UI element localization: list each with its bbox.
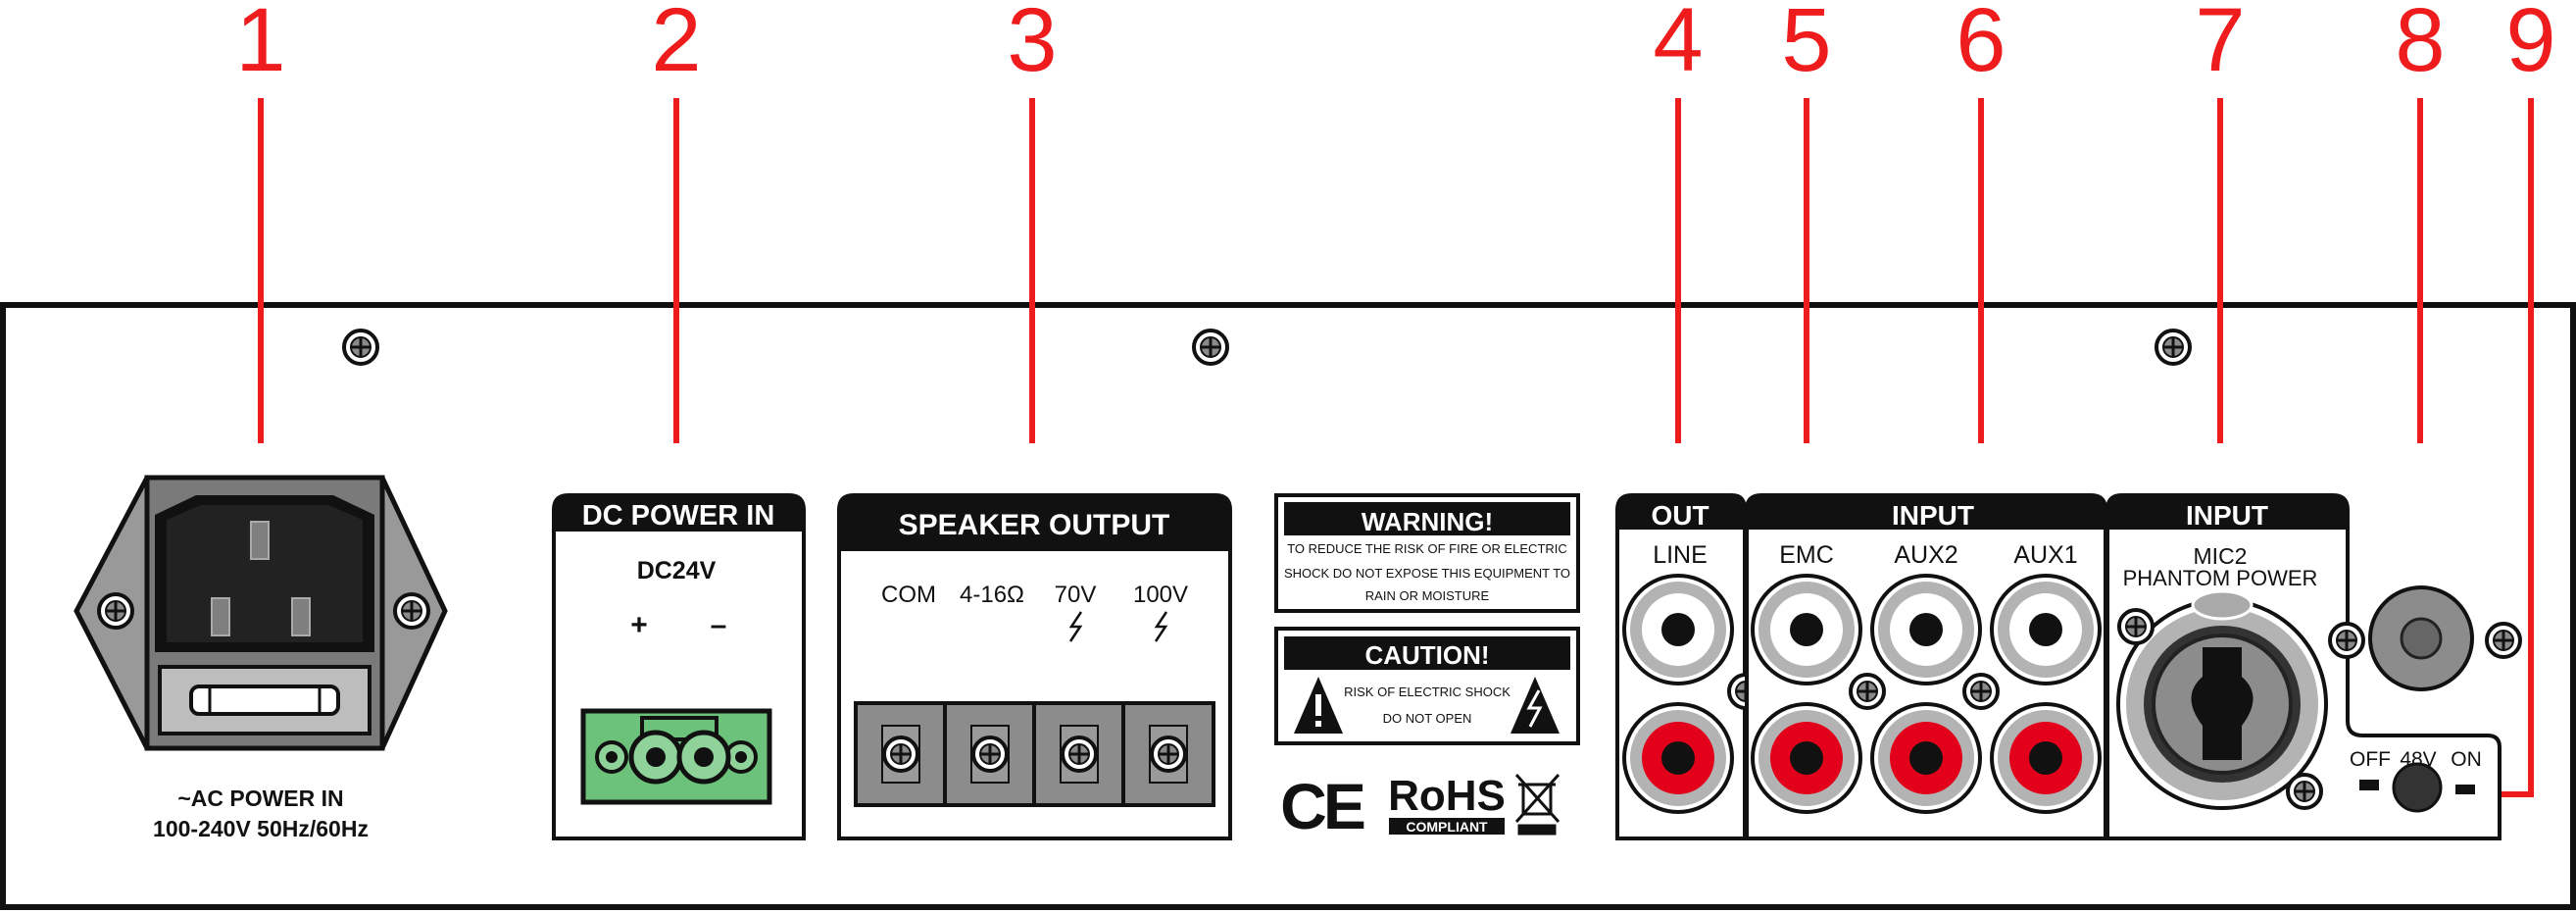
terminal-label-4-16ohm: 4-16Ω (960, 582, 1024, 608)
switch-on-label: ON (2451, 748, 2482, 771)
panel-screw (1962, 673, 2000, 710)
warning-label: WARNING! TO REDUCE THE RISK OF FIRE OR E… (1274, 493, 1580, 613)
aux2-right-jack[interactable] (1870, 702, 1982, 814)
aux2-left-jack[interactable] (1870, 574, 1982, 685)
xlr-screw (2117, 608, 2155, 645)
inlet-screw (97, 592, 134, 630)
certification-marks: CE RoHS COMPLIANT (1280, 770, 1560, 842)
electric-shock-icon (1511, 677, 1560, 734)
warning-text-line: SHOCK DO NOT EXPOSE THIS EQUIPMENT TO (1284, 566, 1570, 581)
dc-voltage-label: DC24V (637, 557, 717, 584)
input-header: INPUT (1892, 500, 1974, 531)
chassis-screw (2155, 329, 2192, 366)
xlr-screw (2286, 773, 2323, 810)
rohs-compliant: COMPLIANT (1406, 819, 1488, 835)
speaker-terminal-block[interactable] (854, 701, 1215, 807)
dc-plus-label: + (630, 609, 648, 641)
ac-power-spec: 100-240V 50Hz/60Hz (153, 816, 369, 841)
terminal-label-100v: 100V (1133, 582, 1188, 608)
callout-5: 5 (1781, 0, 1831, 90)
emc-right-jack[interactable] (1751, 702, 1862, 814)
callout-numbers: 1 2 3 4 5 6 7 8 9 (235, 0, 2555, 90)
chassis-screw (1192, 329, 1229, 366)
out-header: OUT (1651, 500, 1709, 531)
aux1-label: AUX1 (2013, 541, 2077, 569)
terminal-label-70v: 70V (1055, 582, 1097, 608)
warning-text-line: RAIN OR MOISTURE (1365, 588, 1490, 603)
ce-mark: CE (1280, 770, 1364, 842)
emc-left-jack[interactable] (1751, 574, 1862, 685)
callout-3: 3 (1007, 0, 1057, 90)
speaker-output-header: SPEAKER OUTPUT (899, 509, 1170, 541)
inlet-screw (393, 592, 430, 630)
terminal-label-com: COM (881, 582, 936, 608)
callout-6: 6 (1956, 0, 2006, 90)
switch-off-label: OFF (2350, 748, 2391, 771)
warning-text-line: TO REDUCE THE RISK OF FIRE OR ELECTRIC (1287, 541, 1567, 556)
emc-label: EMC (1779, 541, 1834, 569)
rohs-mark: RoHS (1388, 772, 1506, 820)
line-out-left-jack[interactable] (1622, 574, 1734, 685)
callout-7: 7 (2195, 0, 2245, 90)
ground-post[interactable] (2368, 585, 2474, 691)
mic-input-header: INPUT (2186, 500, 2268, 531)
caution-label: CAUTION! RISK OF ELECTRIC SHOCK DO NOT O… (1274, 627, 1580, 745)
callout-1: 1 (235, 0, 285, 90)
caution-text-line: RISK OF ELECTRIC SHOCK (1344, 685, 1511, 699)
aux1-right-jack[interactable] (1990, 702, 2102, 814)
aux2-label: AUX2 (1894, 541, 1957, 569)
panel-screw (2485, 622, 2522, 659)
weee-bin-icon (1514, 773, 1560, 836)
ac-power-label: ~AC POWER IN (177, 786, 343, 811)
caution-title: CAUTION! (1364, 640, 1489, 670)
dc-power-header: DC POWER IN (582, 500, 775, 532)
mic2-combo-jack[interactable] (2116, 589, 2328, 810)
aux1-left-jack[interactable] (1990, 574, 2102, 685)
dc-terminal-block[interactable] (580, 708, 772, 805)
mic2-label: MIC2 (2194, 543, 2248, 569)
callout-9: 9 (2505, 0, 2555, 90)
ac-power-inlet[interactable] (74, 475, 448, 751)
caution-text-line: DO NOT OPEN (1383, 711, 1472, 726)
line-label: LINE (1653, 541, 1708, 569)
callout-8: 8 (2395, 0, 2445, 90)
panel-screw (1849, 673, 1886, 710)
line-out-right-jack[interactable] (1622, 702, 1734, 814)
panel-screw (2328, 622, 2365, 659)
phantom-power-label: PHANTOM POWER (2123, 566, 2318, 590)
chassis-screw (342, 329, 379, 366)
phantom-power-switch[interactable] (2392, 762, 2443, 813)
dc-minus-label: – (711, 609, 727, 641)
switch-off-marker (2359, 780, 2379, 790)
switch-on-marker (2455, 785, 2475, 794)
callout-4: 4 (1653, 0, 1703, 90)
warning-title: WARNING! (1362, 507, 1493, 536)
callout-2: 2 (651, 0, 701, 90)
